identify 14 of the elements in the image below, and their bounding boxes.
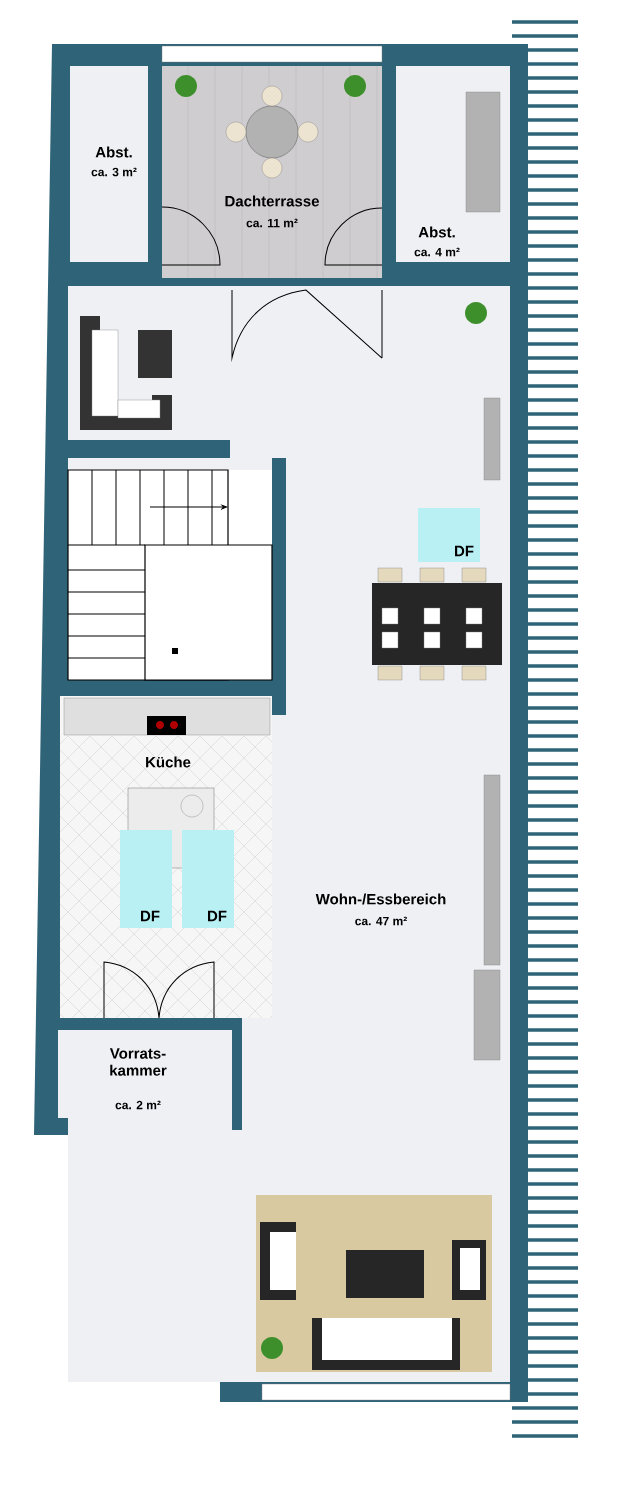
room-label: Abst.	[418, 226, 455, 238]
area-label: ca. 47 m²	[355, 916, 407, 926]
room-label: Wohn-/Essbereich	[315, 893, 446, 905]
room-label: Abst.	[95, 146, 132, 158]
room-label: Dachterrasse	[225, 195, 319, 207]
skylight-label: DF	[455, 545, 474, 557]
area-label: ca. 11 m²	[246, 218, 298, 228]
skylight-label: DF	[141, 910, 160, 922]
area-label: ca. 4 m²	[414, 247, 460, 257]
area-label: ca. 3 m²	[91, 167, 137, 177]
area-label: ca. 2 m²	[115, 1100, 161, 1110]
room-label: Küche	[146, 756, 191, 768]
skylight-label: DF	[208, 910, 227, 922]
room-label: Vorrats- kammer	[109, 1048, 167, 1076]
